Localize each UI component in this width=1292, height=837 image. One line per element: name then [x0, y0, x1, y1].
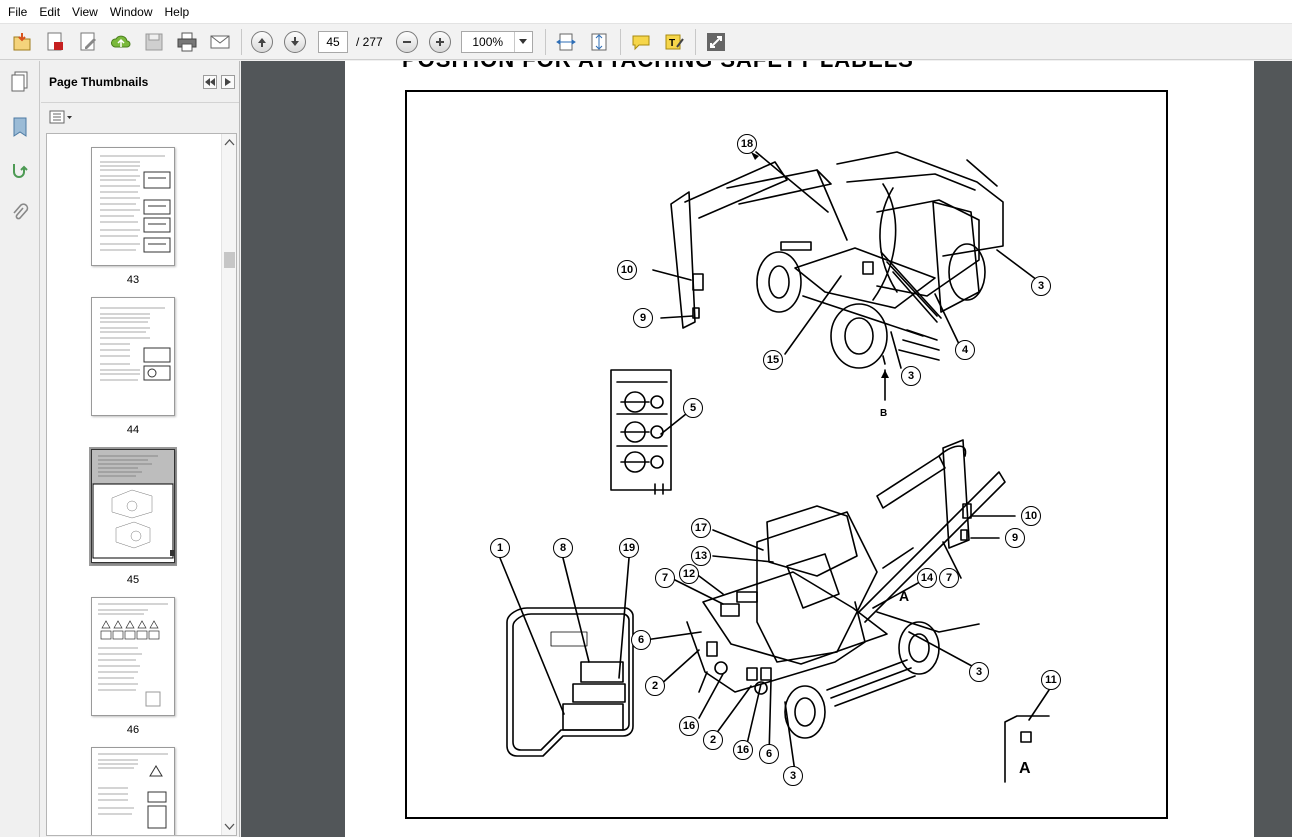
- thumbnail-list[interactable]: 43 44: [46, 133, 237, 836]
- callout-1: 1: [490, 538, 510, 558]
- thumbnail-label: 43: [126, 274, 140, 286]
- menu-bar: File Edit View Window Help: [0, 0, 1292, 24]
- callout-19: 19: [619, 538, 639, 558]
- detail-letter-a: A: [1019, 760, 1031, 777]
- callout-10: 10: [1021, 506, 1041, 526]
- page-title-cut: POSITION FOR ATTACHING SAFETY LABELS: [402, 61, 914, 73]
- document-viewport[interactable]: POSITION FOR ATTACHING SAFETY LABELS: [241, 61, 1292, 837]
- thumbnail-label: 44: [126, 424, 140, 436]
- fit-page-icon[interactable]: [585, 28, 613, 56]
- callout-6: 6: [759, 744, 779, 764]
- pdf-page: POSITION FOR ATTACHING SAFETY LABELS: [345, 61, 1254, 837]
- callout-9: 9: [1005, 528, 1025, 548]
- panel-title: Page Thumbnails: [49, 74, 149, 89]
- highlight-icon[interactable]: T: [660, 28, 688, 56]
- thumbnail-page-43[interactable]: [91, 147, 175, 266]
- callout-2: 2: [703, 730, 723, 750]
- callout-9: 9: [633, 308, 653, 328]
- toolbar-separator: [619, 28, 621, 55]
- thumbnails-panel: Page Thumbnails 43: [41, 61, 240, 837]
- thumbnail-page-47[interactable]: [91, 747, 175, 835]
- diagram-frame: 18 10 9 15 3 4 3 5 1 8 19 17 13 7 12 6 2…: [405, 90, 1168, 819]
- bookmarks-icon[interactable]: [5, 112, 35, 142]
- previous-page-icon[interactable]: [248, 28, 276, 56]
- thumbnail-options-button[interactable]: [41, 103, 239, 131]
- fit-width-icon[interactable]: [552, 28, 580, 56]
- print-icon[interactable]: [173, 28, 201, 56]
- open-icon[interactable]: [8, 28, 36, 56]
- toolbar: 45 / 277 100% T: [0, 24, 1292, 60]
- svg-text:T: T: [669, 38, 675, 49]
- thumbnail-scrollbar[interactable]: [221, 134, 236, 835]
- callout-15: 15: [763, 350, 783, 370]
- thumbnail-label: 46: [126, 724, 140, 736]
- excavator-labels-diagram: [499, 151, 1050, 783]
- callout-3: 3: [969, 662, 989, 682]
- callout-14: 14: [917, 568, 937, 588]
- thumbnail-page-46[interactable]: [91, 597, 175, 716]
- collapse-panel-icon[interactable]: [203, 74, 217, 89]
- email-icon[interactable]: [206, 28, 234, 56]
- menu-edit[interactable]: Edit: [39, 4, 61, 19]
- callout-7: 7: [655, 568, 675, 588]
- zoom-in-icon[interactable]: [426, 28, 454, 56]
- next-page-icon[interactable]: [281, 28, 309, 56]
- callout-2: 2: [645, 676, 665, 696]
- view-letter-a: A: [899, 588, 910, 604]
- zoom-out-icon[interactable]: [393, 28, 421, 56]
- callout-17: 17: [691, 518, 711, 538]
- callout-10: 10: [617, 260, 637, 280]
- view-letter-b: B: [880, 408, 888, 419]
- thumbnail-page-45[interactable]: [91, 449, 175, 563]
- panel-header: Page Thumbnails: [41, 61, 239, 103]
- page-thumbnails-icon[interactable]: [5, 66, 35, 96]
- zoom-select[interactable]: 100%: [460, 30, 533, 53]
- callout-18: 18: [737, 134, 757, 154]
- page-number-input[interactable]: 45: [318, 30, 348, 53]
- callout-12: 12: [679, 564, 699, 584]
- menu-help[interactable]: Help: [164, 4, 190, 19]
- edit-icon[interactable]: [74, 28, 102, 56]
- create-pdf-icon[interactable]: [41, 28, 69, 56]
- callout-3: 3: [901, 366, 921, 386]
- callout-16: 16: [733, 740, 753, 760]
- signatures-icon[interactable]: [5, 156, 35, 186]
- thumbnail-label: 45: [126, 574, 140, 586]
- menu-view[interactable]: View: [72, 4, 98, 19]
- save-icon[interactable]: [140, 28, 168, 56]
- callout-6: 6: [631, 630, 651, 650]
- zoom-value: 100%: [472, 34, 504, 49]
- callout-5: 5: [683, 398, 703, 418]
- toolbar-separator: [544, 28, 546, 55]
- navigation-rail: [0, 61, 40, 837]
- callout-3: 3: [1031, 276, 1051, 296]
- callout-11: 11: [1041, 670, 1061, 690]
- expand-panel-icon[interactable]: [221, 74, 235, 89]
- callout-4: 4: [955, 340, 975, 360]
- callout-16: 16: [679, 716, 699, 736]
- viewport-right-margin: [1254, 61, 1292, 837]
- callout-7: 7: [939, 568, 959, 588]
- expand-icon[interactable]: [702, 28, 730, 56]
- thumbnail-page-44[interactable]: [91, 297, 175, 416]
- callout-13: 13: [691, 546, 711, 566]
- callout-8: 8: [553, 538, 573, 558]
- attachments-icon[interactable]: [5, 198, 35, 228]
- upload-cloud-icon[interactable]: [107, 28, 135, 56]
- toolbar-separator: [694, 28, 696, 55]
- chevron-down-icon[interactable]: [513, 31, 532, 52]
- menu-file[interactable]: File: [8, 4, 28, 19]
- menu-window[interactable]: Window: [109, 4, 153, 19]
- comment-icon[interactable]: [627, 28, 655, 56]
- toolbar-separator: [241, 28, 242, 55]
- scrollbar-thumb[interactable]: [224, 252, 235, 268]
- page-total: / 277: [356, 34, 383, 49]
- callout-3: 3: [783, 766, 803, 786]
